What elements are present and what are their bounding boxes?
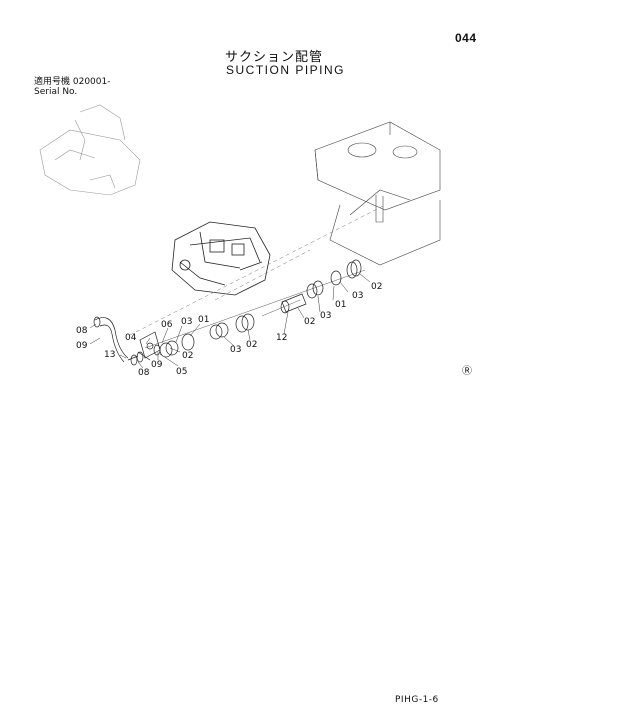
part-label: 09: [76, 341, 88, 351]
small-clamps-08-09: [130, 344, 161, 366]
part-label: 02: [304, 317, 315, 327]
footer-code: PIHG-1-6: [395, 695, 439, 705]
serial-line-1: 適用号機 020001-: [34, 77, 111, 87]
elbow-fitting-04: [137, 331, 161, 361]
part-label: 03: [352, 291, 363, 301]
hose-12: [280, 293, 307, 314]
serial-number-block: 適用号機 020001- Serial No.: [34, 77, 110, 97]
page-number: 044: [455, 31, 477, 45]
clamp-group-middle: [209, 313, 255, 340]
part-label: 13: [104, 350, 115, 360]
title-english: SUCTION PIPING: [226, 63, 346, 77]
part-label: 09: [151, 360, 163, 370]
revision-mark: Ⓡ: [462, 365, 472, 377]
part-label: 02: [246, 340, 257, 350]
part-label: 03: [230, 345, 241, 355]
clamp-group-left: [159, 333, 195, 358]
part-label: 08: [138, 368, 150, 378]
part-label: 04: [125, 333, 137, 343]
part-label: 01: [198, 315, 209, 325]
serial-line-2: Serial No.: [34, 87, 78, 97]
part-label: 05: [176, 367, 187, 377]
part-number-labels: 02 03 01 03 02 12 02 03 01 03 06 04 08 0…: [76, 282, 472, 378]
hydraulic-tank-drawing: [314, 121, 441, 266]
part-label: 03: [320, 311, 331, 321]
part-label: 01: [335, 300, 346, 310]
clamp-group-right: [306, 259, 362, 299]
part-label: 08: [76, 326, 88, 336]
part-label: 12: [276, 333, 287, 343]
title-japanese: サクション配管: [225, 50, 324, 65]
main-pump-drawing: [171, 221, 271, 296]
engine-ghost-drawing: [39, 104, 141, 196]
part-label: 02: [371, 282, 382, 292]
part-label: 02: [182, 351, 193, 361]
part-label: 03: [181, 317, 192, 327]
leader-lines: [89, 273, 371, 369]
part-label: 06: [161, 320, 173, 330]
